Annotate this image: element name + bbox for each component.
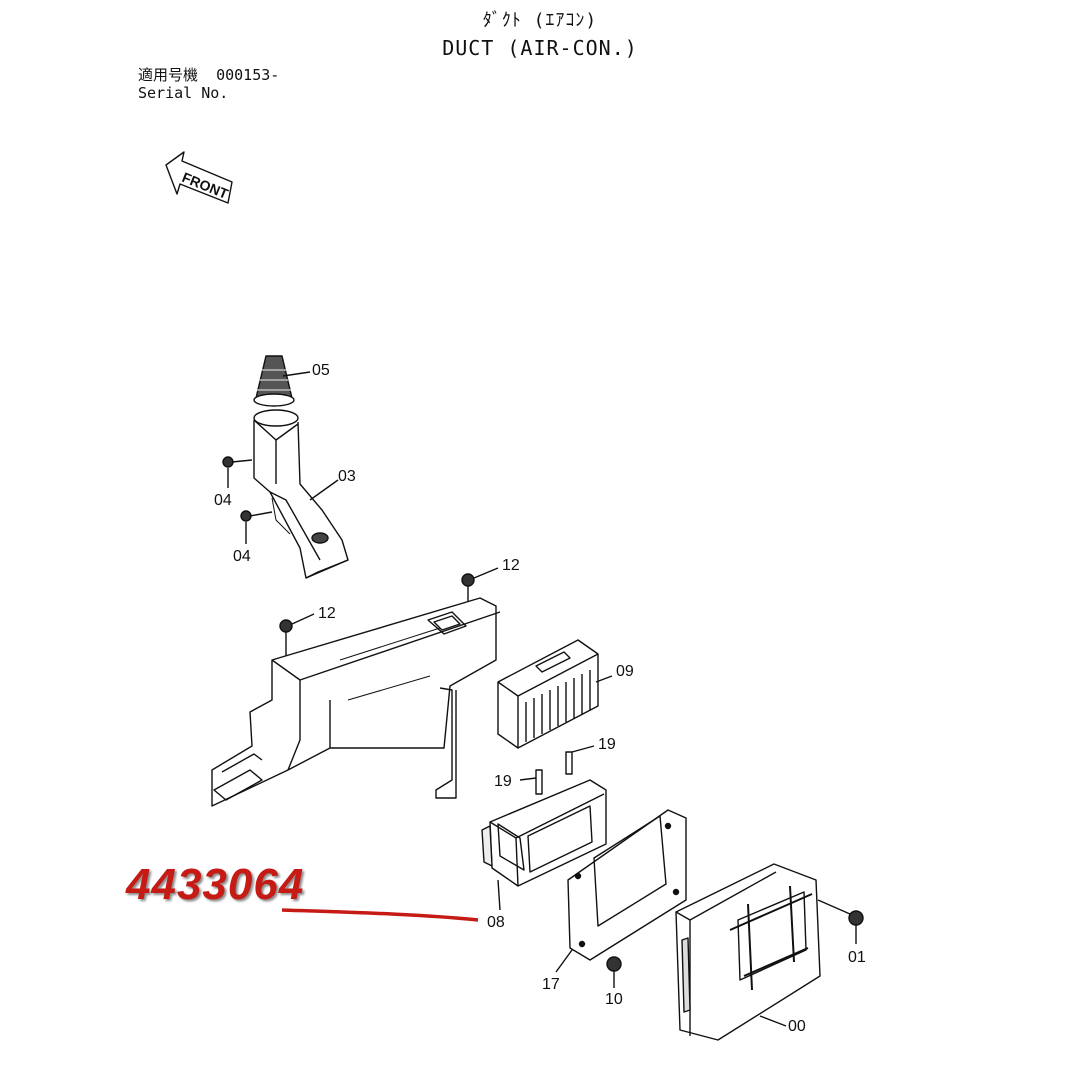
- part-number-annotation: 4433064: [126, 860, 305, 909]
- part-17-gasket: [555, 809, 687, 973]
- callout-12-right: 12: [502, 557, 520, 574]
- callout-05: 05: [312, 362, 330, 379]
- part-04-screw-lower: [240, 510, 273, 544]
- part-05-vent-nozzle: [253, 355, 311, 407]
- callout-12-left: 12: [318, 605, 336, 622]
- part-00-cover: [675, 863, 821, 1041]
- callout-17: 17: [542, 976, 560, 993]
- part-09-filter: [497, 639, 613, 749]
- callout-01: 01: [848, 949, 866, 966]
- part-19-pin-right: [565, 745, 595, 775]
- serial-row-jp: 適用号機 000153-: [138, 66, 279, 84]
- callout-04-lower: 04: [233, 548, 251, 565]
- part-12-bolt-right: [461, 567, 499, 612]
- part-08-housing: [481, 779, 607, 911]
- callout-04-upper: 04: [214, 492, 232, 509]
- callout-19-right: 19: [598, 736, 616, 753]
- part-12-bolt-left: [279, 613, 315, 658]
- callout-00: 00: [788, 1018, 806, 1035]
- part-04-screw-upper: [222, 456, 253, 488]
- page-title-japanese: ﾀﾞｸﾄ (ｴｱｺﾝ): [482, 10, 598, 31]
- part-number-underline: [281, 908, 479, 922]
- serial-label-jp: 適用号機: [138, 66, 199, 84]
- serial-label-en: Serial No.: [138, 84, 229, 102]
- callout-19-left: 19: [494, 773, 512, 790]
- part-03-duct: [253, 409, 349, 579]
- part-19-pin-left: [519, 769, 543, 795]
- callout-08: 08: [487, 914, 505, 931]
- callout-10: 10: [605, 991, 623, 1008]
- front-arrow-icon: FRONT: [165, 151, 233, 204]
- serial-value: 000153-: [216, 66, 280, 84]
- part-01-screw: [817, 899, 864, 944]
- page-title: DUCT (AIR-CON.): [442, 36, 638, 60]
- part-10-screw: [606, 956, 622, 988]
- callout-09: 09: [616, 663, 634, 680]
- callout-03: 03: [338, 468, 356, 485]
- mounting-frame: [211, 597, 501, 807]
- serial-info: 適用号機 000153- Serial No.: [138, 66, 279, 102]
